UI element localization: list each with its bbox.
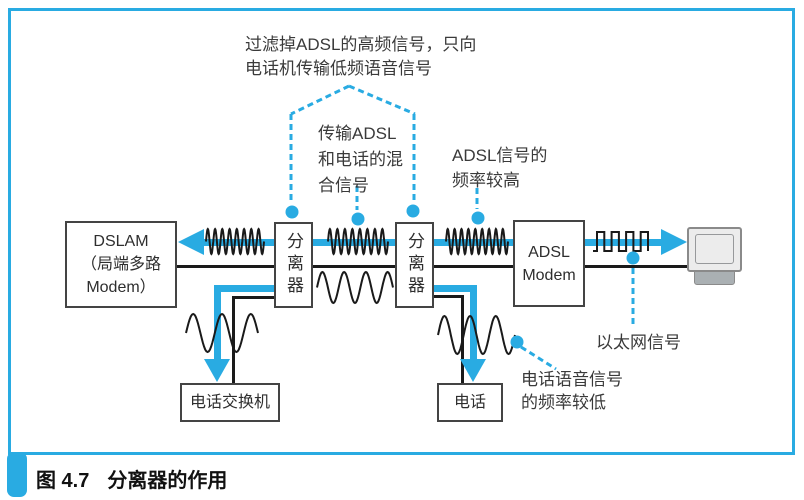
high-frequency-wave-icon [205, 227, 265, 256]
low-frequency-wave-icon [185, 312, 259, 354]
note-voice-low-line2: 的频率较低 [521, 393, 606, 412]
arrowhead-to-computer [661, 229, 687, 255]
modem-label-2: Modem [522, 266, 576, 284]
splitter2-box: 分离器 [395, 222, 434, 308]
ethernet-signal-to-computer [585, 239, 663, 246]
figure-title: 分离器的作用 [107, 470, 228, 492]
caption-marker [7, 452, 27, 497]
voice-signal-left-horizontal [214, 285, 274, 292]
adsl-signal-to-dslam [200, 239, 274, 246]
phone-switch-box: 电话交换机 [180, 383, 280, 422]
note-adsl-high-line2: 频率较高 [452, 171, 520, 190]
dslam-label: DSLAM [93, 233, 149, 250]
note-voice-low-frequency: 电话语音信号 的频率较低 [521, 368, 623, 414]
note-filter: 过滤掉ADSL的高频信号，只向 电话机传输低频语音信号 [245, 33, 476, 81]
note-voice-low-line1: 电话语音信号 [521, 370, 623, 389]
low-frequency-wave-icon [316, 270, 394, 305]
phone-label: 电话 [453, 394, 486, 411]
dslam-box: DSLAM （局端多路 Modem） [65, 221, 177, 308]
high-frequency-wave-icon [445, 227, 509, 256]
modem-label-1: ADSL [528, 243, 570, 261]
phone-switch-label: 电话交换机 [189, 394, 270, 411]
note-mixed-line1: 传输ADSL [318, 124, 397, 143]
note-ethernet-signal: 以太网信号 [596, 333, 681, 352]
note-mixed-line3: 合信号 [318, 176, 369, 195]
ethernet-cable-line [585, 265, 687, 268]
phone-box: 电话 [437, 383, 503, 422]
arrowhead-to-dslam [178, 229, 204, 255]
arrowhead-to-phone [460, 359, 486, 382]
note-adsl-high-frequency: ADSL信号的 频率较高 [452, 143, 547, 193]
digital-square-wave-icon [593, 231, 649, 252]
voice-line-left-vertical [232, 296, 235, 383]
high-frequency-wave-icon [327, 227, 389, 256]
note-filter-line1: 过滤掉ADSL的高频信号，只向 [245, 35, 477, 54]
voice-signal-right-horizontal [434, 285, 477, 292]
voice-line-left-horizontal [232, 296, 274, 299]
note-mixed-line2: 和电话的混 [318, 150, 403, 169]
splitter1-label: 分离器 [284, 232, 303, 298]
splitter2-label: 分离器 [405, 232, 424, 298]
computer-screen [695, 234, 734, 264]
dslam-sublabel-1: （局端多路 [80, 256, 161, 273]
dslam-sublabel-2: Modem） [86, 279, 156, 296]
splitter1-box: 分离器 [274, 222, 313, 308]
note-adsl-high-line1: ADSL信号的 [452, 146, 548, 165]
phone-line-dslam-splitter1 [177, 265, 274, 268]
adsl-modem-box: ADSL Modem [513, 220, 585, 307]
computer-stand [694, 271, 735, 285]
low-frequency-wave-icon [437, 314, 516, 356]
phone-line-splitter1-splitter2 [313, 265, 395, 268]
phone-line-splitter2-modem [434, 265, 513, 268]
arrowhead-to-phone-switch [204, 359, 230, 382]
figure-frame [8, 8, 795, 455]
voice-line-right-horizontal [434, 295, 464, 298]
figure-number: 图 4.7 [36, 470, 90, 492]
note-filter-line2: 电话机传输低频语音信号 [245, 59, 432, 78]
note-mixed-signal: 传输ADSL 和电话的混 合信号 [318, 121, 403, 199]
figure-caption: 图 4.7 分离器的作用 [36, 464, 227, 493]
